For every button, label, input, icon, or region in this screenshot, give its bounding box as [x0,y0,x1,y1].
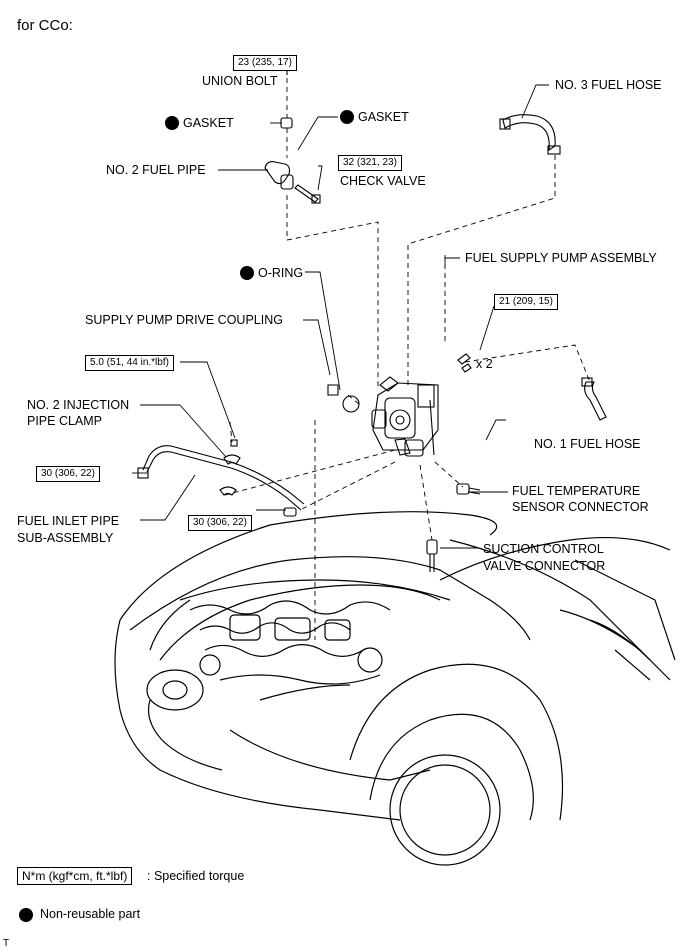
label-union-bolt: UNION BOLT [202,74,278,88]
label-o-ring: O-RING [258,266,304,280]
label-fuel-temp-line2: SENSOR CONNECTOR [512,500,649,514]
label-fuel-inlet-line1: FUEL INLET PIPE [17,514,120,528]
label-no3-fuel-hose: NO. 3 FUEL HOSE [555,78,662,92]
label-suction-line1: SUCTION CONTROL [483,542,604,556]
torque-union-bolt: 23 (235, 17) [233,55,297,71]
torque-inlet-pipe-right: 30 (306, 22) [188,515,252,531]
label-fuel-inlet-line2: SUB-ASSEMBLY [17,531,114,545]
nonreusable-icon [240,266,254,280]
footer-mark: T [3,938,10,949]
nonreusable-icon [165,116,179,130]
label-no2-injection-clamp-line2: PIPE CLAMP [27,414,103,428]
legend-torque-unit: N*m (kgf*cm, ft.*lbf) [17,867,133,885]
label-qty: x 2 [476,357,493,371]
label-check-valve: CHECK VALVE [340,174,426,188]
torque-pump-bolt: 21 (209, 15) [494,294,558,310]
label-no1-fuel-hose: NO. 1 FUEL HOSE [534,437,641,451]
label-drive-coupling: SUPPLY PUMP DRIVE COUPLING [85,313,283,327]
label-fuel-supply-pump: FUEL SUPPLY PUMP ASSEMBLY [465,251,657,265]
torque-inlet-pipe-left: 30 (306, 22) [36,466,100,482]
label-gasket-right: GASKET [358,110,409,124]
legend-nonreusable-desc: Non-reusable part [40,907,141,921]
legend-torque-desc: : Specified torque [147,869,245,883]
label-fuel-temp-line1: FUEL TEMPERATURE [512,484,641,498]
torque-clamp-bolt: 5.0 (51, 44 in.*lbf) [85,355,174,371]
label-suction-line2: VALVE CONNECTOR [483,559,606,573]
diagram-title: for CCo: [17,17,73,34]
label-gasket-left: GASKET [183,116,234,130]
nonreusable-legend-icon [19,908,33,922]
nonreusable-icon [340,110,354,124]
label-no2-fuel-pipe: NO. 2 FUEL PIPE [106,163,206,177]
label-no2-injection-clamp-line1: NO. 2 INJECTION [27,398,130,412]
torque-check-valve: 32 (321, 23) [338,155,402,171]
